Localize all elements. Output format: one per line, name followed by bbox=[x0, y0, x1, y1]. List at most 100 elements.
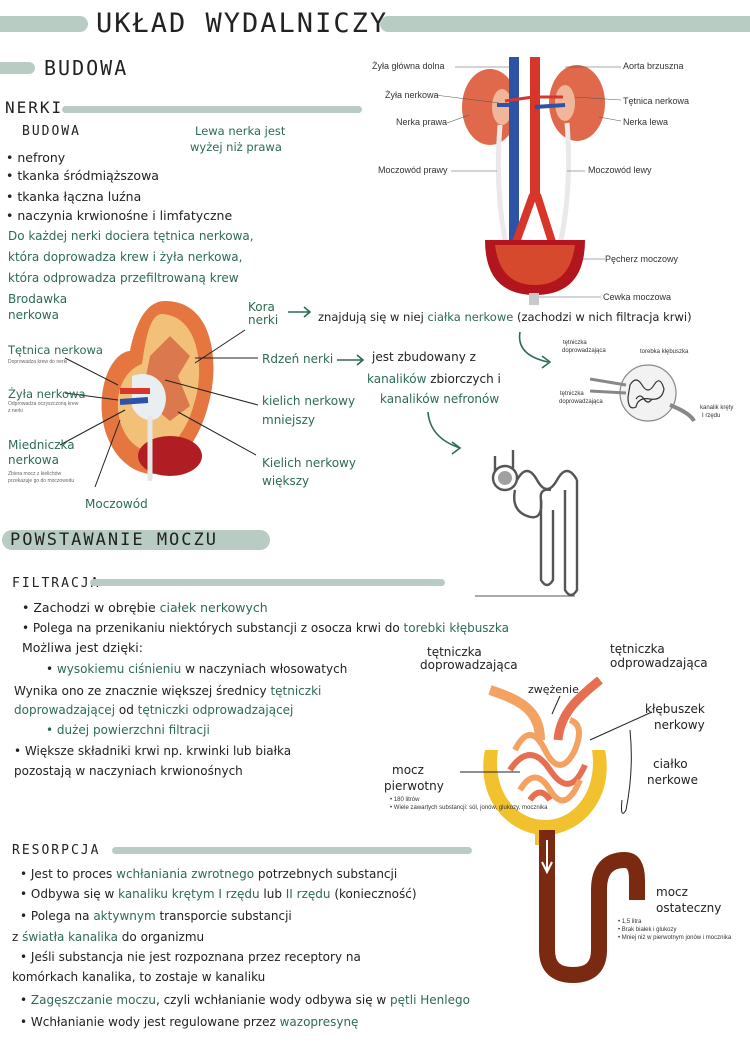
mocz-ostateczny: ostateczny bbox=[656, 901, 722, 915]
filtracja-sub: • wysokiemu ciśnieniu w naczyniach włoso… bbox=[46, 662, 348, 676]
mocz-pierwotny: pierwotny bbox=[384, 779, 444, 793]
powstawanie-bar[interactable] bbox=[2, 530, 270, 550]
budowa-bar bbox=[0, 62, 35, 74]
resorpcja-item: komórkach kanalika, to zostaje w kanalik… bbox=[12, 970, 266, 984]
kielich-wiekszy: Kielich nerkowy bbox=[262, 456, 356, 470]
loop-figure bbox=[539, 830, 645, 984]
glomerulus-figure bbox=[483, 676, 607, 845]
urinary-system-figure bbox=[434, 57, 622, 305]
label-pecherz: Pęcherz moczowy bbox=[605, 254, 679, 264]
glom-klebuszek: nerkowy bbox=[654, 718, 705, 732]
paragraph-line: Do każdej nerki dociera tętnica nerkowa, bbox=[8, 229, 254, 243]
label-moczowod-prawy: Moczowód prawy bbox=[378, 165, 448, 175]
resorpcja-item: z światła kanalika do organizmu bbox=[12, 930, 205, 944]
label-moczowod-lewy: Moczowód lewy bbox=[588, 165, 652, 175]
corpuscle-label: doprowadzająca bbox=[559, 399, 603, 405]
resorpcja-item: • Wchłanianie wody jest regulowane przez… bbox=[20, 1015, 359, 1029]
nerki-bar bbox=[62, 106, 362, 113]
kielich-mniejszy: mniejszy bbox=[262, 413, 315, 427]
miedniczka-label: Miedniczka bbox=[8, 438, 75, 452]
list-item: • tkanka śródmiąższowa bbox=[6, 168, 159, 183]
label-nerka-prawa: Nerka prawa bbox=[396, 117, 448, 127]
kielich-mniejszy: kielich nerkowy bbox=[262, 394, 356, 408]
resorpcja-item: • Zagęszczanie moczu, czyli wchłanianie … bbox=[20, 993, 470, 1007]
list-item: • nefrony bbox=[6, 150, 66, 165]
glom-doprow: doprowadzająca bbox=[420, 658, 518, 672]
kielich-wiekszy: większy bbox=[262, 474, 310, 488]
rdzen-note: kanalików nefronów bbox=[380, 392, 500, 406]
resorpcja-item: • Polega na aktywnym transporcie substan… bbox=[20, 909, 292, 923]
resorpcja-item: • Jest to proces wchłaniania zwrotnego p… bbox=[20, 867, 398, 881]
kidney-leader-lines bbox=[59, 329, 259, 488]
glom-doprow: tętniczka bbox=[427, 645, 482, 659]
glom-leaders bbox=[460, 695, 653, 814]
filtracja-bar bbox=[90, 579, 445, 586]
tetnica-note: Doprowadza krew do nerki bbox=[8, 359, 68, 365]
resorpcja-bar bbox=[112, 847, 472, 854]
rdzen-note: kanalików zbiorczych i bbox=[367, 372, 501, 386]
label-zyla-glowna: Żyła główna dolna bbox=[372, 61, 445, 71]
glom-cialko: nerkowe bbox=[647, 773, 698, 787]
filtracja-sub2: • dużej powierzchni filtracji bbox=[46, 723, 210, 737]
pierwotny-bullets: • 180 litrów• Wiele zawartych substancji… bbox=[390, 797, 548, 811]
filtracja-item: • Polega na przenikaniu niektórych subst… bbox=[22, 621, 509, 635]
mocz-ostateczny: mocz bbox=[656, 885, 688, 899]
arrow-icon bbox=[288, 306, 312, 318]
corpuscle-figure bbox=[589, 364, 696, 423]
resorpcja-heading: RESORPCJA bbox=[12, 843, 101, 858]
kora-label: Kora bbox=[248, 300, 275, 314]
filtracja-wynika: doprowadzającej od tętniczki odprowadzaj… bbox=[14, 703, 294, 717]
filtracja-item: • Zachodzi w obrębie ciałek nerkowych bbox=[22, 600, 268, 615]
side-note-2: wyżej niż prawa bbox=[190, 140, 282, 154]
kidney-section-figure bbox=[101, 301, 214, 481]
paragraph-line: która doprowadza krew i żyła nerkowa, bbox=[8, 250, 243, 264]
glom-odprow: tętniczka bbox=[610, 642, 665, 656]
arrow-icon bbox=[337, 354, 365, 366]
glom-cialko: ciałko bbox=[653, 757, 688, 771]
corpuscle-label: tętniczka bbox=[560, 391, 584, 397]
budowa-heading: BUDOWA bbox=[44, 56, 129, 80]
filtracja-heading: FILTRACJA bbox=[12, 576, 101, 591]
brodawka-label: nerkowa bbox=[8, 308, 59, 322]
mocz-pierwotny: mocz bbox=[392, 763, 424, 777]
filtracja-last: pozostają w naczyniach krwionośnych bbox=[14, 764, 243, 778]
page-title: UKŁAD WYDALNICZY bbox=[96, 8, 389, 39]
curved-arrows bbox=[427, 331, 552, 455]
glom-klebuszek: kłębuszek bbox=[645, 702, 705, 716]
list-item: • naczynia krwionośne i limfatyczne bbox=[6, 208, 233, 223]
label-nerka-lewa: Nerka lewa bbox=[623, 117, 669, 127]
miedniczka-label: nerkowa bbox=[8, 453, 59, 467]
corpuscle-label: tętniczka bbox=[563, 340, 587, 346]
nephron-figure bbox=[475, 450, 579, 597]
nerki-heading: NERKI bbox=[5, 98, 64, 117]
moczowod-label: Moczowód bbox=[85, 497, 148, 511]
paragraph-line: która odprowadza przefiltrowaną krew bbox=[8, 271, 239, 285]
filtracja-last: • Większe składniki krwi np. krwinki lub… bbox=[14, 744, 292, 758]
kora-label: nerki bbox=[248, 313, 279, 327]
side-note-1: Lewa nerka jest bbox=[195, 124, 286, 138]
filtracja-wynika: Wynika ono ze znacznie większej średnicy… bbox=[14, 684, 322, 698]
nerki-budowa: BUDOWA bbox=[22, 124, 81, 139]
corpuscle-label: torebka kłębuszka bbox=[640, 349, 689, 355]
resorpcja-item: • Odbywa się w kanaliku krętym I rzędu l… bbox=[20, 887, 417, 901]
powstawanie-heading: POWSTAWANIE MOCZU bbox=[10, 530, 218, 550]
filtracja-item: Możliwa jest dzięki: bbox=[22, 640, 143, 655]
label-zyla-nerkowa: Żyła nerkowa bbox=[385, 90, 439, 100]
ostateczny-bullets: • 1,5 litra• Brak białek i glukozy• Mnie… bbox=[618, 919, 732, 941]
glom-zwezenie: zwężenie bbox=[528, 683, 579, 696]
label-aorta: Aorta brzuszna bbox=[623, 61, 684, 71]
label-cewka: Cewka moczowa bbox=[603, 292, 672, 302]
list-item: • tkanka łączna luźna bbox=[6, 189, 142, 204]
title-bar-right bbox=[380, 16, 750, 32]
zyla-label: Żyła nerkowa bbox=[8, 387, 86, 401]
resorpcja-item: • Jeśli substancja nie jest rozpoznana p… bbox=[20, 950, 361, 964]
glom-odprow: odprowadzająca bbox=[610, 656, 708, 670]
corpuscle-label: kanalik kręty bbox=[700, 405, 734, 411]
brodawka-label: Brodawka bbox=[8, 292, 68, 306]
label-tetnica-nerkowa: Tętnica nerkowa bbox=[623, 96, 690, 106]
rdzen-note: jest zbudowany z bbox=[372, 350, 476, 364]
tetnica-label: Tętnica nerkowa bbox=[8, 343, 103, 357]
kora-note: znajdują się w niej ciałka nerkowe (zach… bbox=[318, 310, 692, 324]
